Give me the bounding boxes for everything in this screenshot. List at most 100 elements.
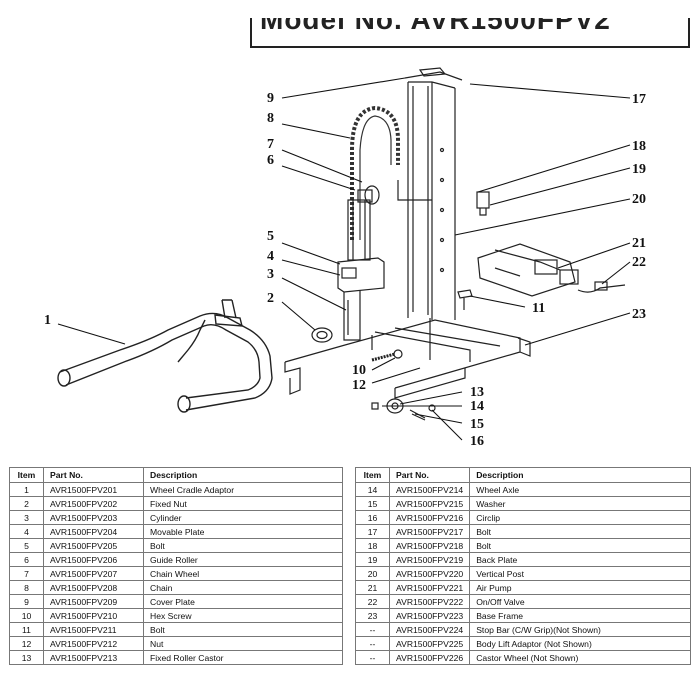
cell-item: 9	[9, 594, 44, 609]
callout-9: 9	[267, 91, 274, 106]
callout-4: 4	[267, 249, 274, 264]
cell-part-no: AVR1500FPV214	[388, 482, 471, 497]
cell-part-no: AVR1500FPV203	[43, 510, 144, 525]
bolt-11	[457, 289, 473, 310]
cell-part-no: AVR1500FPV226	[388, 650, 471, 665]
cell-item: 20	[355, 566, 390, 581]
cell-part-no: AVR1500FPV212	[43, 636, 144, 651]
cell-part-no: AVR1500FPV202	[43, 496, 144, 511]
cell-item: --	[355, 622, 390, 637]
vertical-post	[397, 67, 463, 320]
back-plate	[476, 191, 490, 216]
callout-12: 12	[352, 378, 366, 393]
cell-description: Body Lift Adaptor (Not Shown)	[469, 636, 691, 651]
callout-5: 5	[267, 229, 274, 244]
cell-part-no: AVR1500FPV206	[43, 552, 144, 567]
cell-part-no: AVR1500FPV219	[388, 552, 471, 567]
cell-description: Chain Wheel	[143, 566, 343, 581]
table-header-row: Item Part No. Description	[355, 467, 691, 483]
cell-description: Movable Plate	[143, 524, 343, 539]
cell-description: Bolt	[143, 538, 343, 553]
callout-8: 8	[267, 111, 274, 126]
cell-description: Fixed Nut	[143, 496, 343, 511]
cell-item: 14	[355, 482, 390, 497]
cell-description: Cover Plate	[143, 594, 343, 609]
cell-item: 18	[355, 538, 390, 553]
cell-part-no: AVR1500FPV209	[43, 594, 144, 609]
callout-1: 1	[44, 313, 51, 328]
on-off-valve	[577, 281, 626, 293]
cell-description: Chain	[143, 580, 343, 595]
callout-10: 10	[352, 363, 366, 378]
cell-item: 23	[355, 608, 390, 623]
callout-11: 11	[532, 301, 545, 316]
cell-part-no: AVR1500FPV217	[388, 524, 471, 539]
cell-item: 21	[355, 580, 390, 595]
callout-7: 7	[267, 137, 274, 152]
cell-item: 13	[9, 650, 44, 665]
cell-part-no: AVR1500FPV222	[388, 594, 471, 609]
cell-part-no: AVR1500FPV208	[43, 580, 144, 595]
castor-assembly	[371, 398, 436, 421]
cell-description: Castor Wheel (Not Shown)	[469, 650, 691, 665]
cell-description: On/Off Valve	[469, 594, 691, 609]
cell-description: Guide Roller	[143, 552, 343, 567]
callout-20: 20	[632, 192, 646, 207]
exploded-parts-diagram: 1 2 3 4 5 6 7 8 9 10 11 12 13 14 15 16 1…	[44, 67, 646, 449]
header-part-no: Part No.	[388, 467, 471, 483]
chain	[350, 105, 400, 240]
header-item: Item	[355, 467, 390, 483]
cell-item: 15	[355, 496, 390, 511]
cell-part-no: AVR1500FPV210	[43, 608, 144, 623]
cell-item: 4	[9, 524, 44, 539]
cell-part-no: AVR1500FPV207	[43, 566, 144, 581]
cell-part-no: AVR1500FPV213	[43, 650, 144, 665]
base-frame	[284, 318, 531, 399]
hex-screw	[371, 349, 403, 362]
cell-description: Washer	[469, 496, 691, 511]
cell-part-no: AVR1500FPV225	[388, 636, 471, 651]
diagram-drawing	[57, 67, 626, 421]
cell-item: 22	[355, 594, 390, 609]
cell-item: 2	[9, 496, 44, 511]
fixed-nut	[311, 327, 333, 343]
cell-part-no: AVR1500FPV218	[388, 538, 471, 553]
cell-description: Hex Screw	[143, 608, 343, 623]
cell-item: --	[355, 650, 390, 665]
cell-description: Stop Bar (C/W Grip)(Not Shown)	[469, 622, 691, 637]
cell-part-no: AVR1500FPV205	[43, 538, 144, 553]
cell-part-no: AVR1500FPV216	[388, 510, 471, 525]
cell-description: Vertical Post	[469, 566, 691, 581]
cell-part-no: AVR1500FPV211	[43, 622, 144, 637]
cell-item: 16	[355, 510, 390, 525]
cell-item: 11	[9, 622, 44, 637]
wheel-cradle-adaptor	[57, 299, 273, 413]
callout-3: 3	[267, 267, 274, 282]
callout-18: 18	[632, 139, 646, 154]
model-title: Model No. AVR1500FPV2	[260, 18, 611, 35]
callout-16: 16	[470, 434, 484, 449]
table-header-row: Item Part No. Description	[9, 467, 343, 483]
callout-2: 2	[267, 291, 274, 306]
cell-item: 12	[9, 636, 44, 651]
cell-item: 17	[355, 524, 390, 539]
